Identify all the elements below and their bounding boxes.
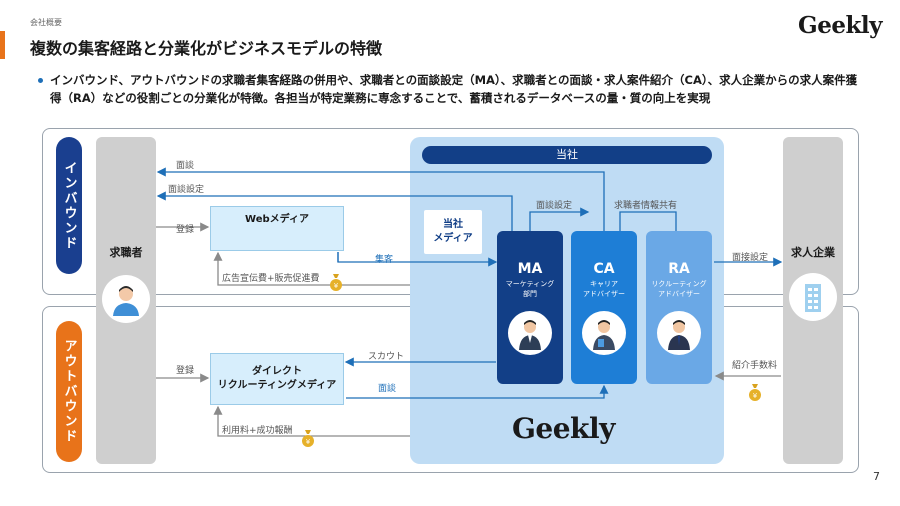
bullet-dot [38, 78, 43, 83]
our-media-line1: 当社 [443, 219, 463, 230]
web-media-box: Webメディア [210, 206, 344, 251]
label-scout: スカウト [368, 352, 405, 362]
job-seeker-label: 求職者 [109, 246, 143, 259]
direct-recruiting-media-box: ダイレクト リクルーティングメディア [210, 353, 344, 405]
label-interview-setup-top: 面談設定 [168, 185, 205, 195]
role-ra: RA リクルーティング アドバイザー [646, 231, 712, 384]
ma-person-icon [508, 311, 552, 355]
label-interview-top: 面談 [176, 161, 195, 171]
label-info-share: 求職者情報共有 [614, 201, 678, 211]
role-ra-abbr: RA [668, 261, 690, 277]
role-ma-abbr: MA [517, 261, 543, 277]
label-usage-fee: 利用料+成功報酬 [222, 426, 293, 436]
label-referral-fee: 紹介手数料 [732, 361, 778, 371]
svg-text:¥: ¥ [753, 392, 758, 400]
money-bag-icon: ¥ [302, 430, 314, 447]
our-media-line2: メディア [433, 233, 473, 244]
label-attract: 集客 [375, 255, 394, 265]
title-accent-bar [0, 31, 5, 59]
label-register-in: 登録 [176, 225, 195, 235]
ca-person-icon [582, 311, 626, 355]
direct-media-line1: ダイレクト [252, 366, 302, 377]
bullet-text: インバウンド、アウトバウンドの求職者集客経路の併用や、求職者との面談設定（MA）… [50, 73, 858, 105]
svg-text:¥: ¥ [306, 438, 311, 446]
role-ca-abbr: CA [593, 261, 615, 277]
role-ca-sub-1: キャリア [590, 280, 618, 288]
money-bag-icon: ¥ [330, 274, 342, 291]
money-bag-icon: ¥ [749, 384, 761, 401]
our-media-box: 当社 メディア [424, 210, 482, 254]
ra-person-icon [657, 311, 701, 355]
label-setup-ma-ca: 面談設定 [536, 201, 573, 211]
outbound-label: アウトバウンド [56, 321, 82, 462]
building-icon [789, 273, 837, 321]
label-register-out: 登録 [176, 366, 195, 376]
our-company-label: 当社 [422, 146, 712, 164]
client-company-label: 求人企業 [791, 246, 835, 259]
label-interview-setup-company: 面接設定 [732, 253, 769, 263]
role-ca: CA キャリア アドバイザー [571, 231, 637, 384]
label-ad-cost: 広告宣伝費+販売促進費 [222, 274, 320, 284]
inbound-label: インバウンド [56, 137, 82, 274]
direct-media-line2: リクルーティングメディア [217, 380, 337, 391]
page-number: 7 [873, 470, 880, 483]
svg-text:¥: ¥ [334, 282, 339, 290]
company-logo-large: Geekly [512, 412, 615, 445]
role-ca-sub-2: アドバイザー [583, 290, 625, 298]
role-ra-sub-2: アドバイザー [658, 290, 700, 298]
role-ma-sub-2: 部門 [523, 290, 537, 298]
brand-logo: Geekly [798, 12, 882, 39]
job-seeker-icon [102, 275, 150, 323]
role-ma-sub-1: マーケティング [505, 280, 555, 288]
page-title: 複数の集客経路と分業化がビジネスモデルの特徴 [30, 39, 383, 58]
role-ra-sub-1: リクルーティング [651, 280, 707, 288]
breadcrumb: 会社概要 [30, 18, 62, 27]
label-interview-out: 面談 [378, 384, 397, 394]
role-ma: MA マーケティング 部門 [497, 231, 563, 384]
